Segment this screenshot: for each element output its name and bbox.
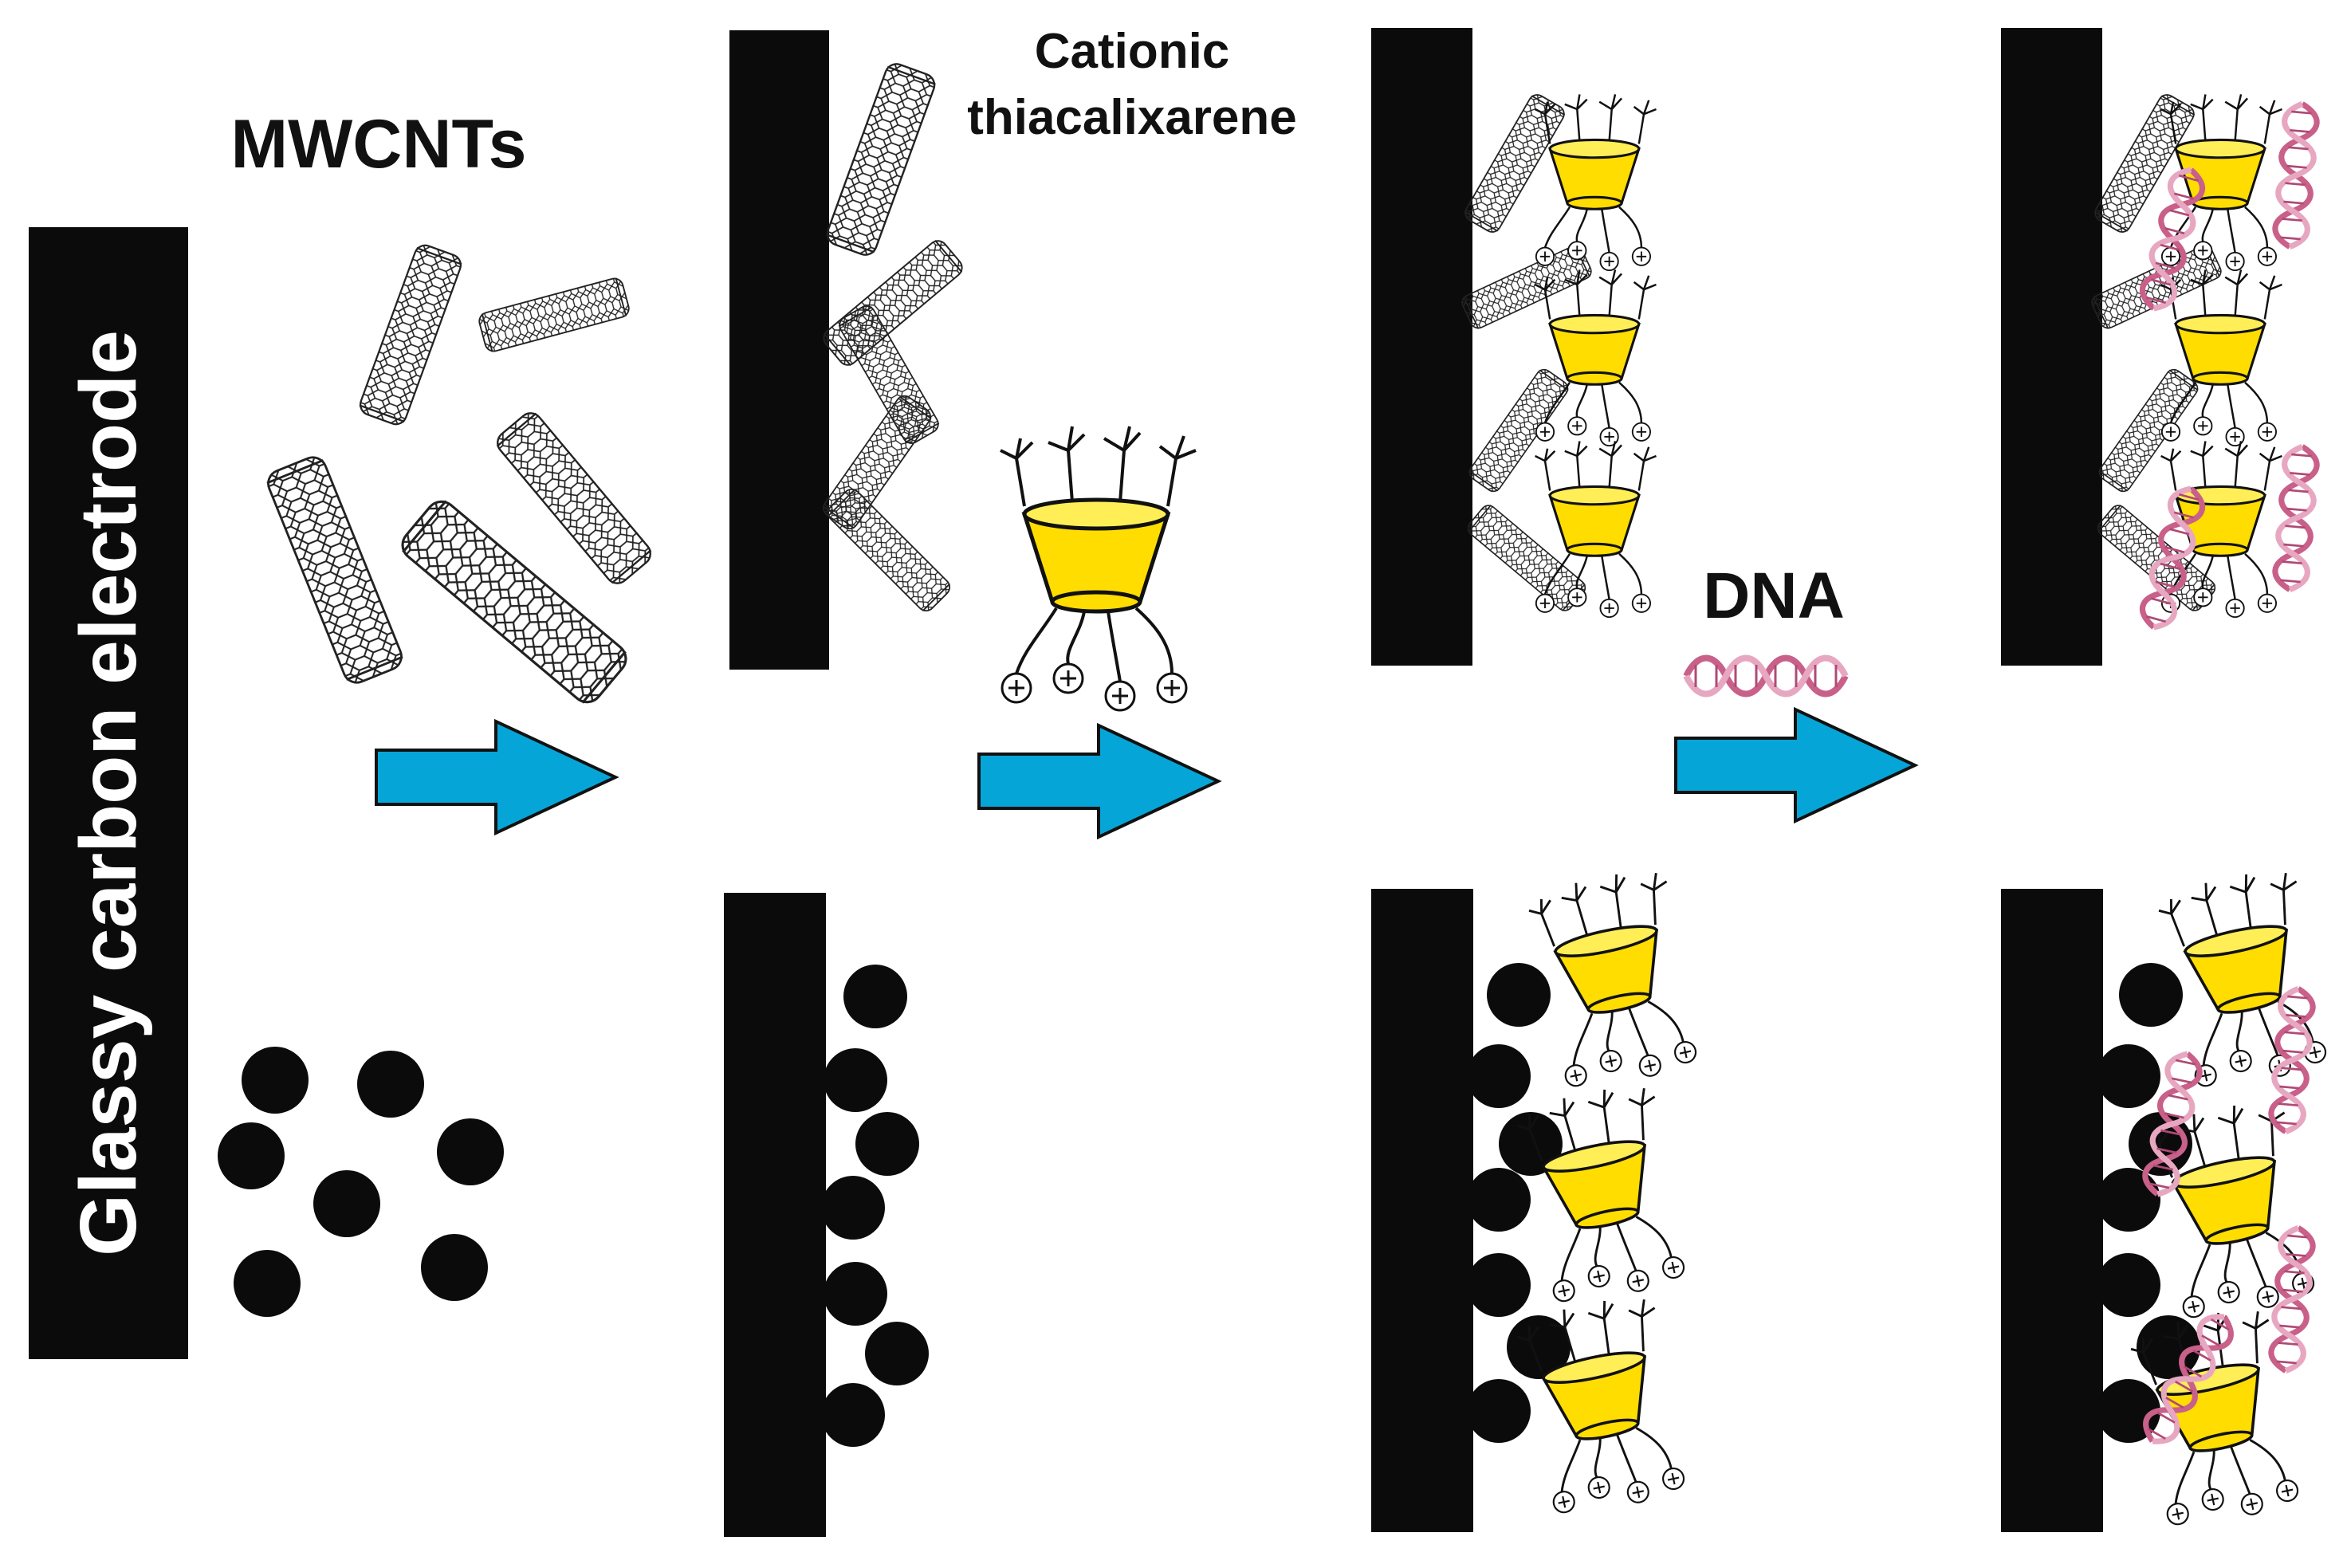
nanoparticle-icon <box>357 1051 424 1118</box>
process-arrow-icon <box>375 720 617 835</box>
adsorbed-nanotubes-stage2 <box>819 60 967 615</box>
nanoparticle-icon <box>1487 963 1551 1027</box>
nanoparticle-icon <box>1467 1168 1531 1232</box>
calixarene-icon <box>1001 426 1196 710</box>
calixarenes-stage3-top <box>1534 92 1658 619</box>
nanotube-icon <box>824 485 954 615</box>
electrode-bar-stage3-top <box>1371 28 1472 666</box>
electrode-bar-stage4-top <box>2001 28 2102 666</box>
electrode-bar-stage2-bottom <box>724 893 826 1537</box>
nanoparticle-icon <box>437 1118 504 1185</box>
nanotube-icon <box>1461 91 1568 236</box>
nanoparticle-icon <box>2097 1044 2160 1108</box>
electrode-label: Glassy carbon electrode <box>64 330 153 1256</box>
nanoparticle-icon <box>1467 1044 1531 1108</box>
electrode-bar-stage4-bottom <box>2001 889 2103 1532</box>
nanoparticles-stage3 <box>1467 963 1571 1443</box>
cationic-label-line2: thiacalixarene <box>967 90 1297 145</box>
nanoparticle-icon <box>2097 1253 2160 1317</box>
nanoparticle-icon <box>865 1322 929 1385</box>
dna-label: DNA <box>1703 560 1845 632</box>
process-arrow-icon <box>977 724 1220 839</box>
nanotube-icon <box>262 452 407 688</box>
nanoparticle-icon <box>218 1122 285 1189</box>
nanoparticle-icon <box>824 1048 887 1112</box>
adsorbed-nanoparticles-stage2 <box>821 965 929 1447</box>
nanoparticle-icon <box>821 1176 885 1240</box>
nanotube-icon <box>476 276 632 354</box>
process-arrow-icon <box>1674 708 1917 823</box>
free-nanoparticles <box>218 1047 504 1317</box>
nanoparticle-icon <box>855 1112 919 1176</box>
nanoparticle-icon <box>421 1234 488 1301</box>
electrode-bar-start <box>29 227 188 1359</box>
calixarene-icon <box>2153 863 2337 1095</box>
electrode-bar-stage2-top <box>729 30 829 670</box>
nanotube-icon <box>1465 365 1572 496</box>
mwcnts-label: MWCNTs <box>230 106 526 183</box>
nanoparticle-icon <box>821 1383 885 1447</box>
nanotube-icon <box>823 60 939 259</box>
nanoparticle-icon <box>242 1047 309 1114</box>
nanotube-icon <box>356 241 465 429</box>
free-nanotubes <box>262 241 656 709</box>
nanoparticle-icon <box>824 1262 887 1326</box>
nanoparticle-icon <box>1499 1112 1563 1176</box>
nanoparticle-icon <box>1467 1253 1531 1317</box>
calixarenes-stage3-bottom <box>1512 863 1708 1522</box>
calixarene-icon <box>1523 863 1708 1095</box>
dna-helix-icon <box>1686 658 1846 694</box>
nanoparticle-icon <box>1467 1379 1531 1443</box>
nanoparticle-icon <box>234 1250 301 1317</box>
nanoparticle-icon <box>1507 1315 1571 1379</box>
electrode-bar-stage3-bottom <box>1371 889 1473 1532</box>
nanoparticle-icon <box>843 965 907 1028</box>
nanoparticle-icon <box>313 1170 380 1237</box>
nanoparticle-icon <box>2097 1168 2160 1232</box>
dna-helix-icon <box>2274 446 2318 591</box>
calixarene-icon <box>1534 268 1658 447</box>
nanotube-icon <box>2095 365 2202 496</box>
nanoparticle-icon <box>2119 963 2183 1027</box>
dna-helix-icon <box>2274 103 2318 249</box>
cationic-label-line1: Cationic <box>1035 24 1230 79</box>
